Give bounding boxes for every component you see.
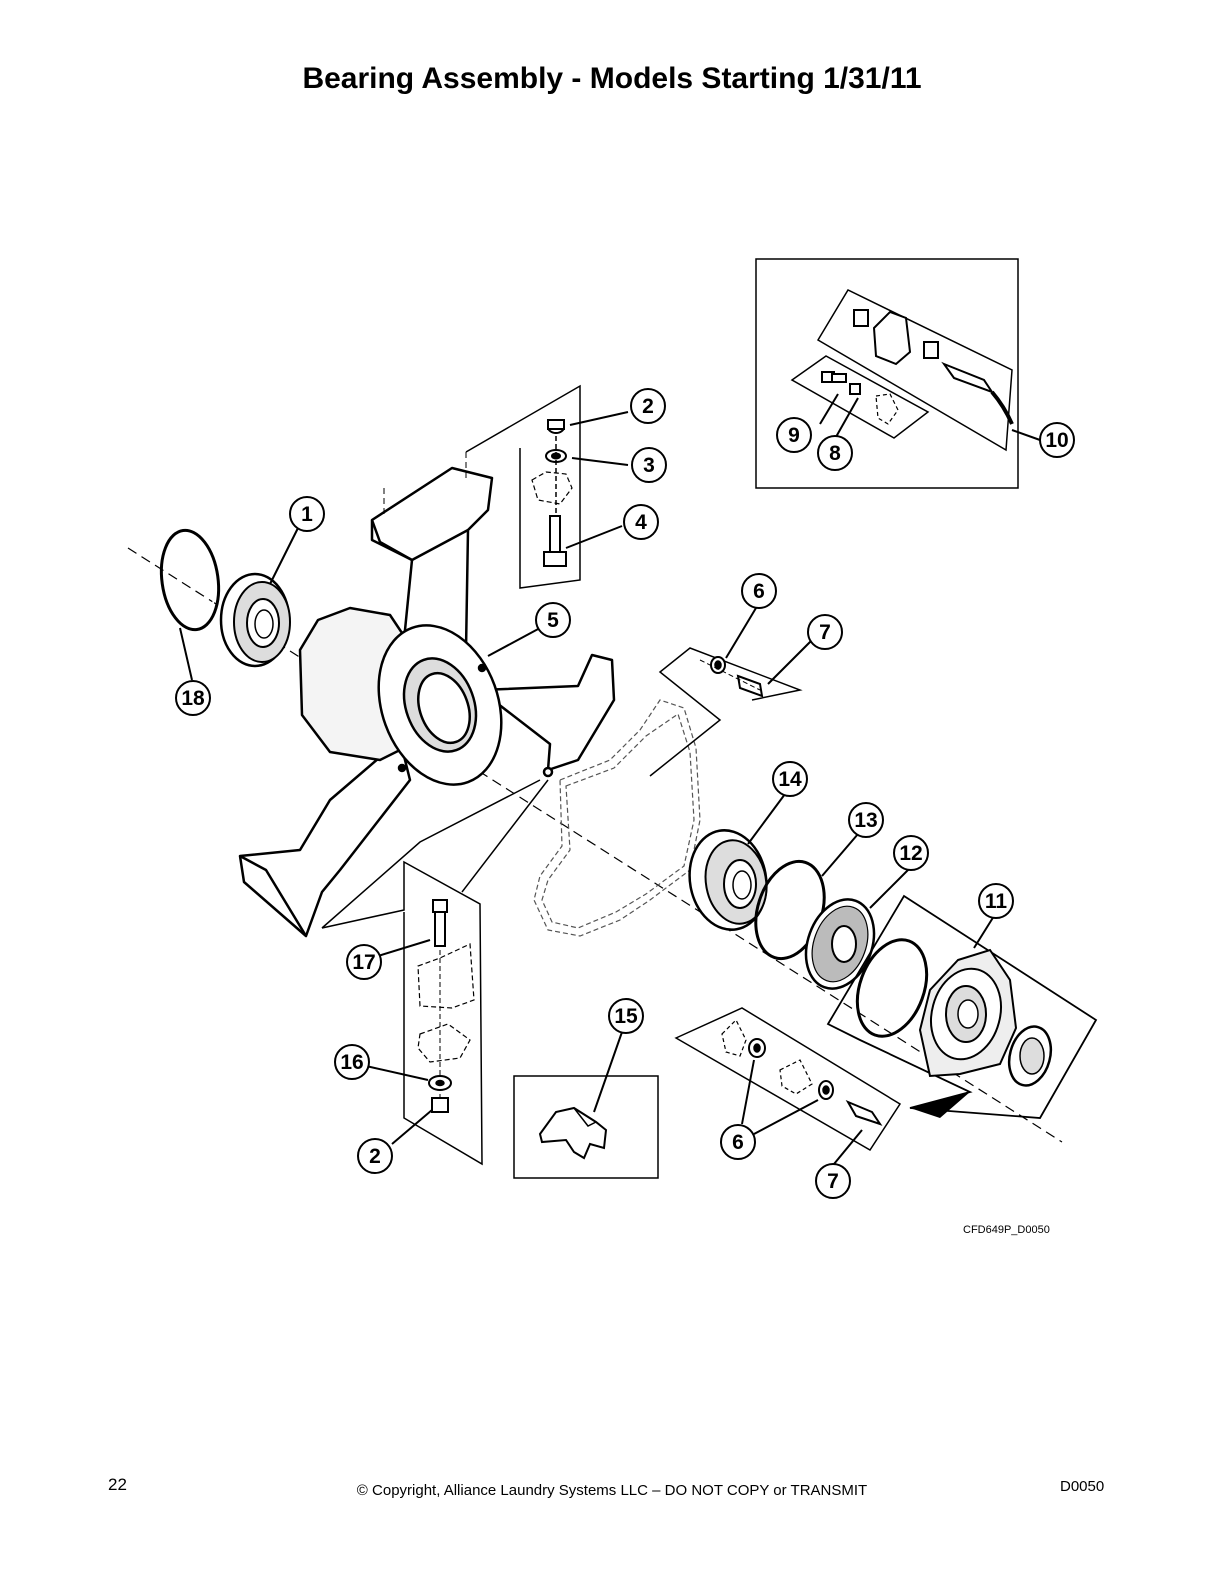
callout-c10: 10 <box>1039 422 1075 458</box>
callout-c4: 4 <box>623 504 659 540</box>
callout-c11: 11 <box>978 883 1014 919</box>
callout-c13: 13 <box>848 802 884 838</box>
callout-label: 6 <box>732 1131 744 1154</box>
callout-c14: 14 <box>772 761 808 797</box>
callout-label: 3 <box>643 454 655 477</box>
callout-circle <box>848 802 884 838</box>
callout-c16: 16 <box>334 1044 370 1080</box>
lower-washer-bolt-detail <box>674 1007 902 1152</box>
callout-label: 2 <box>642 395 654 418</box>
bearing-housing-spider <box>238 466 616 938</box>
callout-label: 8 <box>829 442 841 465</box>
backing-plate-outline <box>533 699 701 937</box>
upper-washer-bolt-detail <box>649 647 803 777</box>
callout-label: 9 <box>788 424 800 447</box>
callout-circle <box>334 1044 370 1080</box>
callout-circle <box>631 447 667 483</box>
callout-circle <box>175 680 211 716</box>
callout-label: 1 <box>301 503 313 526</box>
callout-c6a: 6 <box>741 573 777 609</box>
callout-c7b: 7 <box>815 1163 851 1199</box>
callout-label: 4 <box>635 511 647 534</box>
callout-label: 18 <box>181 687 205 710</box>
page-title: Bearing Assembly - Models Starting 1/31/… <box>302 62 922 95</box>
callout-label: 14 <box>778 768 802 791</box>
callout-label: 13 <box>854 809 877 832</box>
callout-label: 11 <box>985 890 1008 913</box>
callout-circle <box>346 944 382 980</box>
callout-label: 17 <box>352 951 375 974</box>
callout-label: 7 <box>827 1170 839 1193</box>
retaining-ring-left <box>159 528 221 632</box>
callout-label: 12 <box>899 842 922 865</box>
callout-circle <box>1039 422 1075 458</box>
callout-circle <box>720 1124 756 1160</box>
callout-c7a: 7 <box>807 614 843 650</box>
callout-circle <box>893 835 929 871</box>
callout-label: 7 <box>819 621 831 644</box>
callout-c18: 18 <box>175 680 211 716</box>
seal <box>804 898 876 990</box>
callout-circle <box>772 761 808 797</box>
callout-c2b: 2 <box>357 1138 393 1174</box>
callout-c2a: 2 <box>630 388 666 424</box>
callout-circle <box>289 496 325 532</box>
upper-fastener-detail <box>465 384 581 589</box>
callout-circle <box>741 573 777 609</box>
callout-circle <box>535 602 571 638</box>
lower-fastener-detail <box>321 779 549 1166</box>
callout-label: 16 <box>340 1051 363 1074</box>
callout-c1: 1 <box>289 496 325 532</box>
callout-circle <box>608 998 644 1034</box>
callout-c15: 15 <box>608 998 644 1034</box>
callout-label: 15 <box>614 1005 638 1028</box>
callout-circle <box>776 417 812 453</box>
callout-circle <box>357 1138 393 1174</box>
drawing-code: CFD649P_D0050 <box>963 1224 1050 1236</box>
callout-circle <box>807 614 843 650</box>
callout-circle <box>815 1163 851 1199</box>
document-id: D0050 <box>1060 1478 1105 1495</box>
bearing-left <box>219 572 291 668</box>
callout-c5: 5 <box>535 602 571 638</box>
callout-c8: 8 <box>817 435 853 471</box>
callout-circle <box>630 388 666 424</box>
seal-cover-assembly <box>826 894 1098 1119</box>
sensor-detail <box>755 258 1019 489</box>
clip-detail <box>513 1075 659 1179</box>
callout-c17: 17 <box>346 944 382 980</box>
callout-circle <box>817 435 853 471</box>
callout-c9: 9 <box>776 417 812 453</box>
callout-label: 5 <box>547 609 559 632</box>
copyright-notice: © Copyright, Alliance Laundry Systems LL… <box>356 1482 868 1499</box>
callout-label: 2 <box>369 1145 381 1168</box>
bearing-right <box>688 829 768 931</box>
callout-label: 6 <box>753 580 765 603</box>
callout-circle <box>978 883 1014 919</box>
callout-c6b: 6 <box>720 1124 756 1160</box>
callout-circle <box>623 504 659 540</box>
callout-c3: 3 <box>631 447 667 483</box>
callout-label: 10 <box>1045 429 1068 452</box>
callout-c12: 12 <box>893 835 929 871</box>
page-number: 22 <box>108 1475 127 1494</box>
